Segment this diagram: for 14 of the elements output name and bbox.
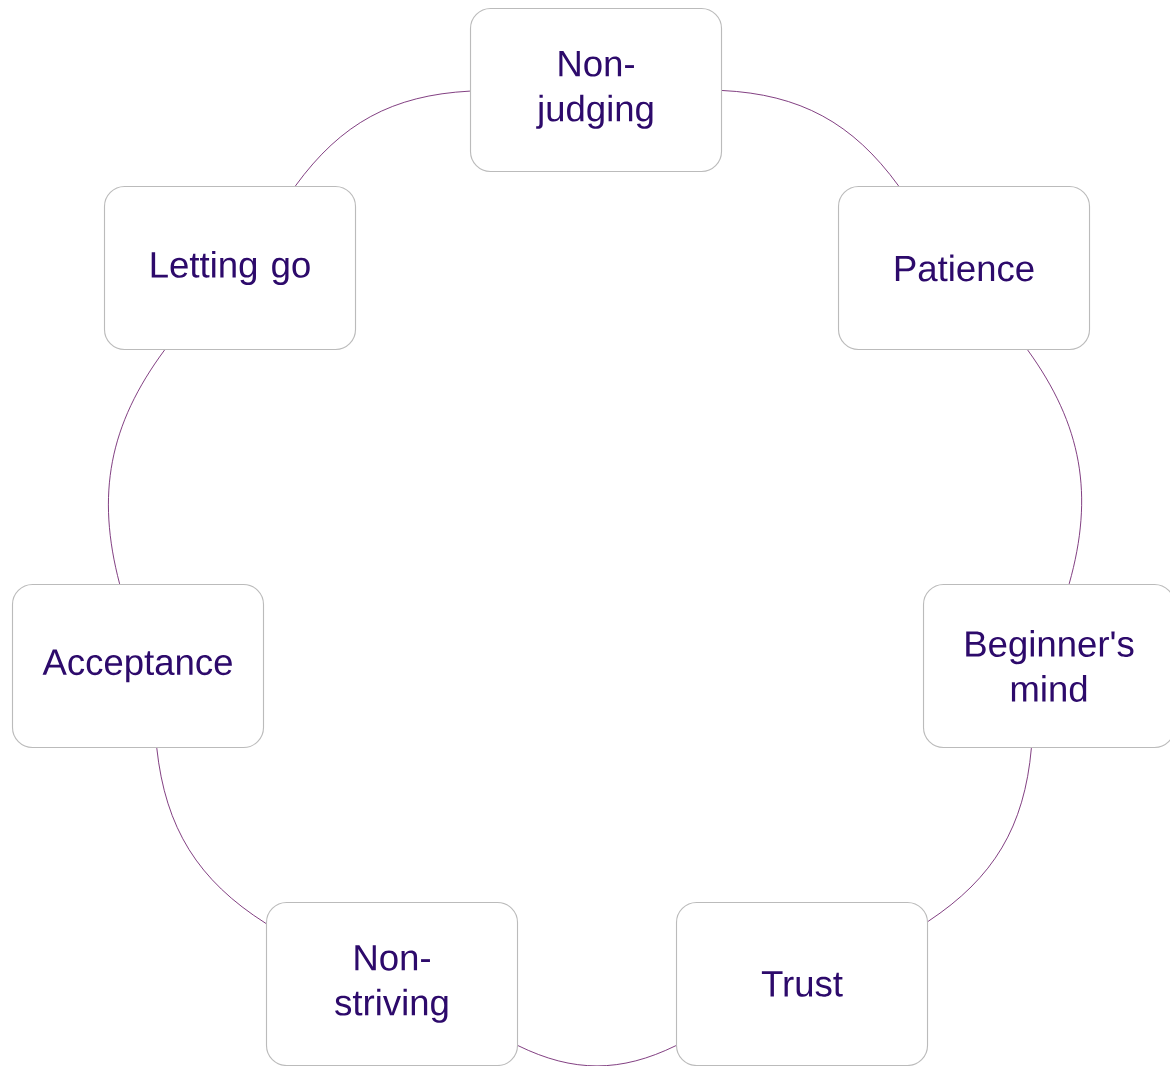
rounded-box: Letting go [103, 185, 357, 351]
connector-arc [295, 90, 471, 187]
rounded-box: Non-striving [265, 901, 519, 1066]
rounded-box: Non-judging [469, 7, 723, 173]
connector-arc [927, 747, 1032, 922]
rounded-box: Patience [837, 185, 1091, 351]
connector-arc [1027, 349, 1083, 585]
connector-arc [156, 747, 267, 924]
rounded-box: Trust [675, 901, 929, 1066]
connector-arc [517, 1045, 677, 1066]
connector-arc [721, 90, 899, 187]
connector-arc [108, 349, 165, 585]
rounded-box: Acceptance [11, 583, 265, 749]
rounded-box: Beginner's mind [922, 583, 1170, 749]
